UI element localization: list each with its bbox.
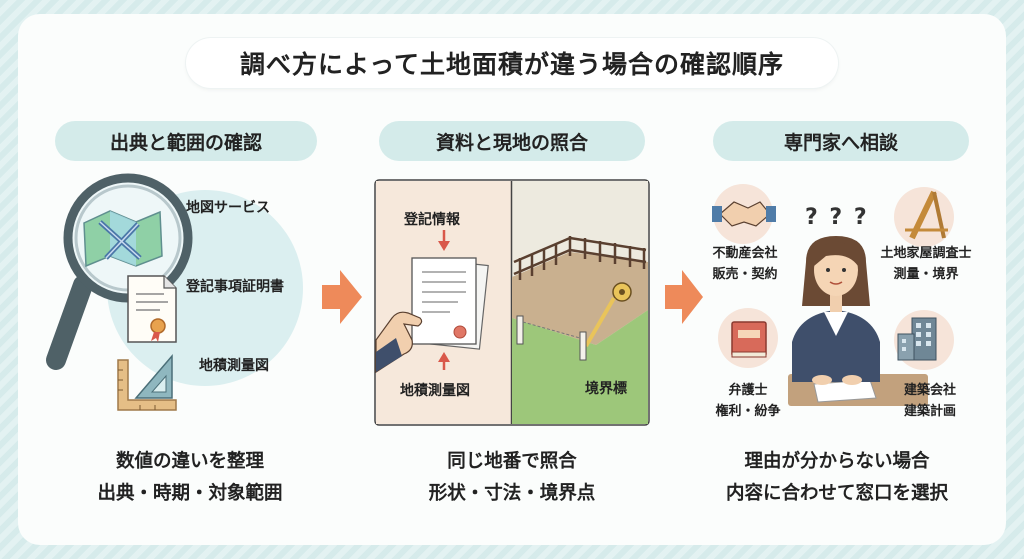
consultant-avatar (788, 236, 928, 406)
up-arrow-icon (438, 352, 450, 370)
step3-caption: 理由が分からない場合 内容に合わせて窓口を選択 (706, 446, 968, 510)
caption-line: 出典・時期・対象範囲 (97, 483, 283, 504)
label-registry-info: 登記情報 (404, 212, 460, 228)
caption-line: 内容に合わせて窓口を選択 (725, 483, 948, 504)
expert-land-surveyor: 土地家屋調査士 測量・境界 (870, 243, 982, 285)
ruler-triangle-icon (117, 353, 177, 411)
step2-frame (374, 179, 650, 426)
expert-name: 弁護士 (728, 383, 768, 398)
map-icon (83, 210, 163, 268)
page-title: 調べ方によって土地面積が違う場合の確認順序 (186, 38, 838, 88)
measuring-tape-icon (584, 282, 632, 348)
boundary-marker-icon (516, 315, 587, 361)
expert-scope: 販売・契約 (712, 267, 778, 282)
label-map-service: 地図サービス (186, 200, 270, 216)
caption-line: 形状・寸法・境界点 (428, 483, 596, 504)
building-icon (897, 317, 937, 361)
expert-name: 土地家屋調査士 (880, 246, 972, 261)
question-marks: ? ? ? (805, 205, 869, 230)
grass (512, 310, 648, 424)
survey-tool-icon (905, 190, 948, 240)
down-arrow-icon (438, 230, 450, 251)
document-stack-icon (411, 257, 489, 350)
label-boundary-marker: 境界標 (585, 381, 627, 397)
expert-lawyer: 弁護士 権利・紛争 (708, 380, 788, 422)
expert-name: 建築会社 (903, 383, 956, 398)
law-book-icon (731, 321, 767, 358)
expert-scope: 建築計画 (903, 404, 956, 419)
step2-heading: 資料と現地の照合 (379, 121, 645, 161)
expert-construction: 建築会社 建築計画 (888, 380, 972, 422)
step1-heading: 出典と範囲の確認 (55, 121, 317, 161)
arrow-icon (322, 270, 362, 324)
certificate-icon (127, 275, 177, 343)
step2-caption: 同じ地番で照合 形状・寸法・境界点 (382, 446, 642, 510)
expert-real-estate: 不動産会社 販売・契約 (705, 243, 785, 285)
fence (513, 236, 647, 280)
hand-icon (375, 311, 423, 374)
arrow-icon (665, 270, 703, 324)
expert-name: 不動産会社 (712, 246, 778, 261)
label-survey-map-2: 地積測量図 (400, 383, 470, 399)
step3-heading: 専門家へ相談 (713, 121, 969, 161)
step1-caption: 数値の違いを整理 出典・時期・対象範囲 (60, 446, 320, 510)
expert-scope: 測量・境界 (893, 267, 959, 282)
land-plot (512, 252, 648, 345)
caption-line: 数値の違いを整理 (115, 451, 264, 472)
expert-scope: 権利・紛争 (715, 404, 781, 419)
handshake-icon (712, 201, 776, 227)
caption-line: 同じ地番で照合 (447, 451, 577, 472)
label-registry-certificate: 登記事項証明書 (186, 279, 284, 295)
label-survey-map: 地積測量図 (199, 358, 269, 374)
caption-line: 理由が分からない場合 (744, 451, 930, 472)
